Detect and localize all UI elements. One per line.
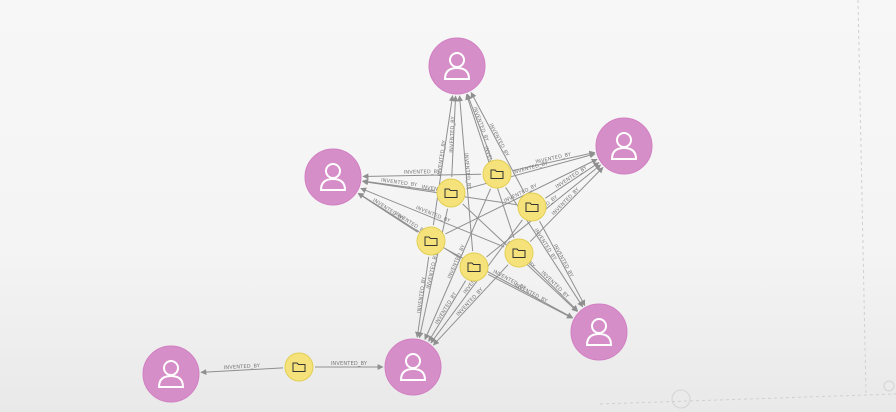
person-node[interactable]	[595, 117, 653, 175]
edge-label: INVENTED_BY	[381, 178, 419, 189]
relationship-edge[interactable]: INVENTED_BY	[200, 363, 284, 376]
edge-line[interactable]	[539, 220, 586, 307]
edge-line[interactable]	[545, 162, 600, 199]
edge-label: INVENTED_BY	[513, 282, 549, 305]
edge-line[interactable]	[362, 173, 482, 180]
edge-label: INVENTED_BY	[436, 139, 447, 177]
edge-label: INVENTED_BY	[224, 363, 262, 371]
person-icon	[585, 318, 613, 346]
edge-label: INVENTED_BY	[540, 270, 571, 300]
edge-line[interactable]	[451, 95, 459, 178]
relationship-edge[interactable]: INVENTED_BY	[362, 178, 436, 192]
edge-label: INVENTED_BY	[434, 291, 459, 326]
edge-line[interactable]	[512, 150, 596, 172]
edge-label: INVENTED_BY	[426, 252, 440, 290]
item-node[interactable]	[416, 226, 446, 256]
nodes-layer	[142, 37, 653, 403]
item-node-circle[interactable]	[459, 252, 489, 282]
background-frame	[599, 0, 896, 409]
item-node[interactable]	[459, 252, 489, 282]
edge-label: INVENTED_BY	[512, 160, 550, 176]
person-icon	[443, 52, 471, 80]
person-node[interactable]	[142, 345, 200, 403]
edge-label: INVENTED_BY	[404, 169, 441, 176]
folder-icon	[512, 248, 526, 258]
frame-right-border	[857, 0, 867, 396]
edge-line[interactable]	[530, 263, 579, 312]
item-node[interactable]	[517, 192, 547, 222]
edge-line[interactable]	[529, 166, 604, 242]
frame-handle-right	[883, 380, 895, 392]
edges-layer: INVENTED_BYINVENTED_BYINVENTED_BYINVENTE…	[200, 91, 604, 376]
relationship-edge[interactable]: INVENTED_BY	[362, 169, 482, 180]
folder-icon	[467, 262, 481, 272]
edge-label: INVENTED_BY	[449, 115, 457, 152]
item-node-circle[interactable]	[482, 159, 512, 189]
edge-line[interactable]	[456, 95, 474, 252]
person-node[interactable]	[304, 148, 362, 206]
item-node-circle[interactable]	[436, 178, 466, 208]
item-node-circle[interactable]	[416, 226, 446, 256]
edge-line[interactable]	[362, 178, 436, 192]
edge-line[interactable]	[417, 208, 449, 339]
item-node[interactable]	[504, 238, 534, 268]
folder-icon	[525, 202, 539, 212]
person-node[interactable]	[428, 37, 486, 95]
item-node-circle[interactable]	[504, 238, 534, 268]
frame-handle-left	[671, 389, 691, 409]
item-node[interactable]	[436, 178, 466, 208]
person-node[interactable]	[570, 303, 628, 361]
edge-line[interactable]	[200, 367, 284, 376]
edge-line[interactable]	[424, 188, 492, 341]
relationship-edge[interactable]: INVENTED_BY	[456, 95, 474, 252]
relationship-edge[interactable]: INVENTED_BY	[432, 95, 455, 226]
folder-icon	[490, 169, 504, 179]
edge-label: INVENTED_BY	[331, 361, 368, 367]
item-node-circle[interactable]	[284, 352, 314, 382]
edge-label: INVENTED_BY	[416, 276, 427, 314]
relationship-edge[interactable]: INVENTED_BY	[449, 95, 459, 178]
edge-label: INVENTED_BY	[552, 243, 575, 279]
folder-icon	[292, 362, 306, 372]
edge-line[interactable]	[360, 187, 505, 248]
edge-line[interactable]	[487, 273, 573, 319]
relationship-edge[interactable]: INVENTED_BY	[487, 273, 573, 319]
edge-line[interactable]	[415, 256, 430, 338]
edge-label: INVENTED_BY	[463, 153, 472, 191]
edge-line[interactable]	[428, 280, 467, 342]
relationship-edge[interactable]: INVENTED_BY	[415, 256, 430, 338]
person-node[interactable]	[384, 338, 442, 396]
person-icon	[319, 163, 347, 191]
frame-bottom-border	[599, 393, 896, 405]
edge-line[interactable]	[470, 91, 525, 194]
person-icon	[399, 353, 427, 381]
item-node[interactable]	[482, 159, 512, 189]
edge-line[interactable]	[466, 93, 492, 160]
edge-line[interactable]	[432, 95, 455, 226]
person-icon	[610, 132, 638, 160]
item-node-circle[interactable]	[517, 192, 547, 222]
person-icon	[157, 360, 185, 388]
folder-icon	[424, 236, 438, 246]
relationship-edge[interactable]: INVENTED_BY	[315, 361, 384, 370]
folder-icon	[444, 188, 458, 198]
item-node[interactable]	[284, 352, 314, 382]
